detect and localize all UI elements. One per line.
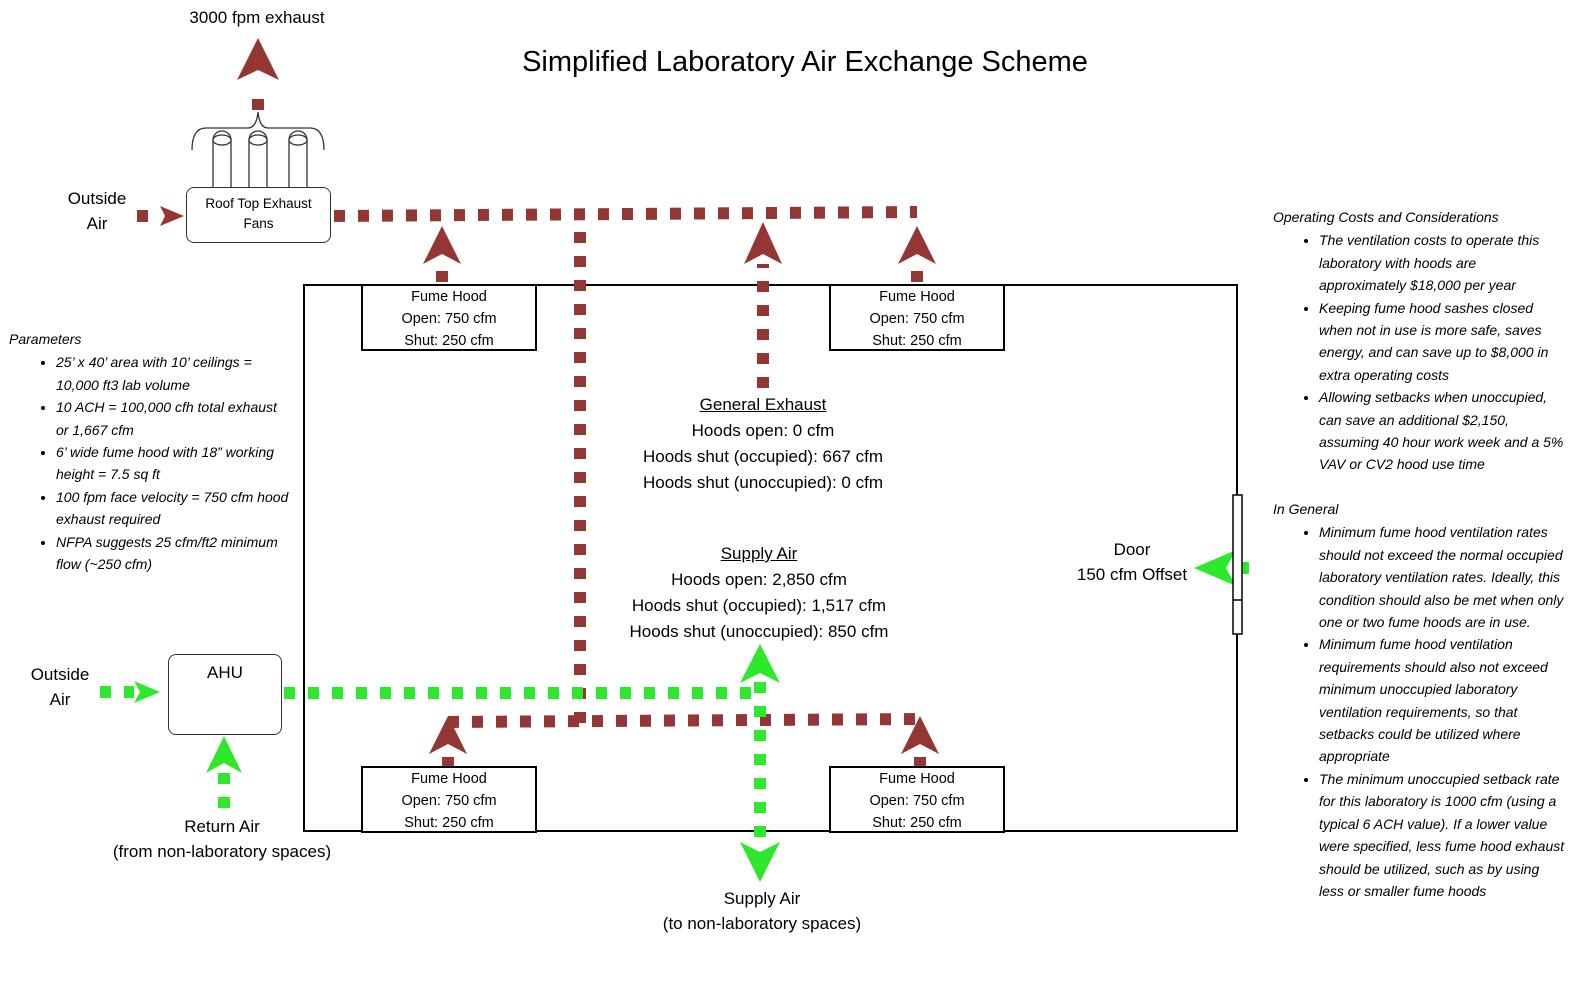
- in-general-list: Minimum fume hood ventilation rates shou…: [1273, 521, 1565, 902]
- return-air-label: Return Air (from non-laboratory spaces): [96, 814, 348, 864]
- door-frame: [1232, 494, 1243, 635]
- supply-out-line1: Supply Air: [723, 889, 801, 908]
- ahu-label: AHU: [207, 663, 243, 682]
- hood-shut: Shut: 250 cfm: [872, 333, 962, 349]
- supply-out-line2: (to non-laboratory spaces): [662, 914, 862, 933]
- general-exhaust-line: Hoods shut (occupied): 667 cfm: [642, 447, 883, 466]
- general-exhaust-heading: General Exhaust: [699, 395, 827, 414]
- operating-cost-item: The ventilation costs to operate this la…: [1319, 229, 1565, 296]
- exhaust-arrow-top: [237, 38, 279, 80]
- roof-fans-line2: Fans: [243, 216, 274, 231]
- hood-open: Open: 750 cfm: [401, 311, 497, 327]
- supply-air-heading: Supply Air: [720, 544, 798, 563]
- outside-air-top-line2: Air: [86, 214, 108, 233]
- door-line2: 150 cfm Offset: [1076, 565, 1188, 584]
- parameters-list: 25’ x 40’ area with 10’ ceilings = 10,00…: [9, 351, 291, 575]
- parameter-item: NFPA suggests 25 cfm/ft2 minimum flow (~…: [56, 531, 291, 576]
- fume-hood-bottom-right: Fume Hood Open: 750 cfm Shut: 250 cfm: [829, 766, 1005, 833]
- in-general-notes: In General Minimum fume hood ventilation…: [1273, 498, 1565, 902]
- top-exhaust-label: 3000 fpm exhaust: [189, 8, 325, 27]
- hood-title: Fume Hood: [879, 771, 955, 787]
- operating-cost-item: Keeping fume hood sashes closed when not…: [1319, 297, 1565, 387]
- parameter-item: 100 fpm face velocity = 750 cfm hood exh…: [56, 486, 291, 531]
- parameter-item: 6’ wide fume hood with 18” working heigh…: [56, 441, 291, 486]
- door-arrow: [1194, 550, 1236, 586]
- parameter-item: 25’ x 40’ area with 10’ ceilings = 10,00…: [56, 351, 291, 396]
- parameters-notes: Parameters 25’ x 40’ area with 10’ ceili…: [9, 328, 291, 575]
- supply-air-block: Supply Air Hoods open: 2,850 cfm Hoods s…: [599, 541, 919, 645]
- door-label: Door 150 cfm Offset: [1066, 537, 1198, 587]
- in-general-heading: In General: [1273, 501, 1339, 517]
- exhaust-arrow-general: [744, 222, 782, 264]
- roof-exhaust-fans-box: Roof Top Exhaust Fans: [186, 187, 331, 243]
- outside-air-bottom-line1: Outside: [30, 665, 90, 684]
- in-general-item: The minimum unoccupied setback rate for …: [1319, 768, 1565, 902]
- diagram-title: Simplified Laboratory Air Exchange Schem…: [522, 46, 1088, 78]
- exhaust-arrow-hood1: [423, 226, 461, 264]
- operating-costs-notes: Operating Costs and Considerations The v…: [1273, 206, 1565, 476]
- outside-air-top-line1: Outside: [67, 189, 127, 208]
- exhaust-arrow-hood2: [898, 226, 936, 264]
- outside-air-arrow-bottom: [134, 681, 160, 703]
- in-general-item: Minimum fume hood ventilation rates shou…: [1319, 521, 1565, 633]
- supply-arrowheads: [134, 550, 1236, 882]
- operating-costs-heading: Operating Costs and Considerations: [1273, 209, 1499, 225]
- in-general-item: Minimum fume hood ventilation requiremen…: [1319, 633, 1565, 767]
- supply-air-line: Hoods shut (unoccupied): 850 cfm: [629, 622, 889, 641]
- hood-title: Fume Hood: [411, 771, 487, 787]
- exhaust-arrowheads: [160, 38, 939, 754]
- supply-arrow-up: [740, 644, 780, 683]
- door-line1: Door: [1113, 540, 1151, 559]
- outside-air-arrow-top: [160, 206, 184, 226]
- fume-hood-bottom-left: Fume Hood Open: 750 cfm Shut: 250 cfm: [361, 766, 537, 833]
- supply-out-label: Supply Air (to non-laboratory spaces): [640, 886, 884, 936]
- exhaust-lower-duct: [447, 713, 921, 728]
- roof-fans-line1: Roof Top Exhaust: [205, 196, 312, 211]
- exhaust-arrow-hood3: [429, 716, 467, 754]
- ahu-box: AHU: [168, 654, 282, 735]
- hood-shut: Shut: 250 cfm: [404, 333, 494, 349]
- supply-air-line: Hoods open: 2,850 cfm: [671, 570, 847, 589]
- operating-costs-list: The ventilation costs to operate this la…: [1273, 229, 1565, 475]
- fume-hood-top-right: Fume Hood Open: 750 cfm Shut: 250 cfm: [829, 284, 1005, 351]
- supply-arrow-down: [740, 842, 780, 882]
- outside-air-bottom-line2: Air: [49, 690, 71, 709]
- hood-open: Open: 750 cfm: [869, 793, 965, 809]
- supply-air-line: Hoods shut (occupied): 1,517 cfm: [631, 596, 887, 615]
- fume-hood-top-left: Fume Hood Open: 750 cfm Shut: 250 cfm: [361, 284, 537, 351]
- return-air-line2: (from non-laboratory spaces): [112, 842, 332, 861]
- hood-open: Open: 750 cfm: [869, 311, 965, 327]
- hood-shut: Shut: 250 cfm: [404, 815, 494, 831]
- general-exhaust-line: Hoods open: 0 cfm: [691, 421, 835, 440]
- outside-air-bottom-label: Outside Air: [18, 662, 102, 712]
- exhaust-arrow-hood4: [901, 716, 939, 754]
- general-exhaust-line: Hoods shut (unoccupied): 0 cfm: [642, 473, 883, 492]
- operating-cost-item: Allowing setbacks when unoccupied, can s…: [1319, 386, 1565, 476]
- hood-title: Fume Hood: [879, 289, 955, 305]
- hood-shut: Shut: 250 cfm: [872, 815, 962, 831]
- exhaust-paths: [137, 96, 926, 768]
- exhaust-main-duct: [333, 206, 918, 222]
- parameters-heading: Parameters: [9, 331, 82, 347]
- general-exhaust-block: General Exhaust Hoods open: 0 cfm Hoods …: [603, 392, 923, 496]
- outside-air-top-label: Outside Air: [55, 186, 139, 236]
- return-air-line1: Return Air: [184, 817, 260, 836]
- hood-title: Fume Hood: [411, 289, 487, 305]
- parameter-item: 10 ACH = 100,000 cfh total exhaust or 1,…: [56, 396, 291, 441]
- roof-fans-icon: [191, 111, 325, 191]
- return-air-arrow: [206, 736, 242, 773]
- hood-open: Open: 750 cfm: [401, 793, 497, 809]
